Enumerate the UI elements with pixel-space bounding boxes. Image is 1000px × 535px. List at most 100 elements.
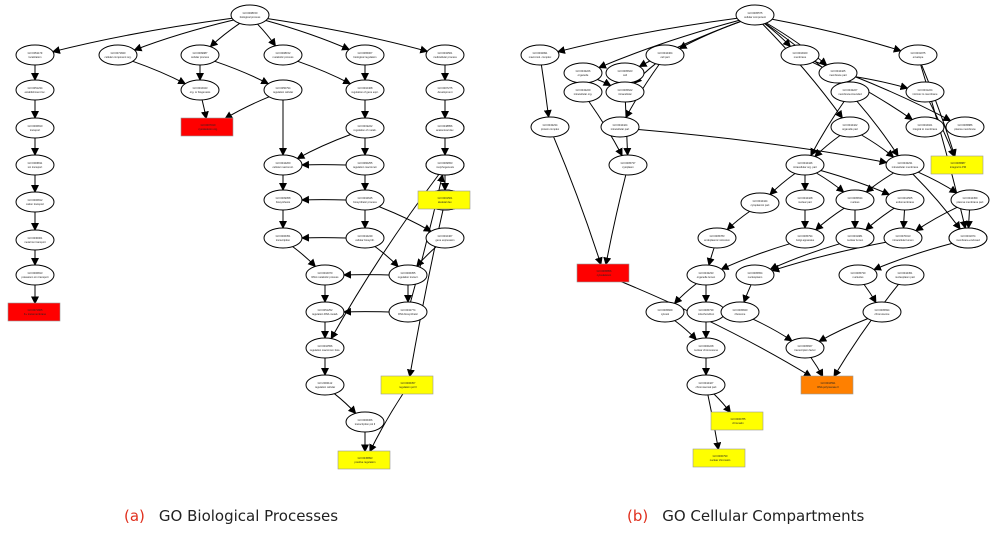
caption-b-letter: (b) [627,507,649,525]
node-id-label: GO:0006812 [28,198,43,202]
node-term-label: plasma membrane part [957,200,984,204]
edge [713,393,732,414]
edge [915,206,958,232]
node-id-label: GO:0044425 [831,69,846,73]
node-term-label: envelope [913,55,924,59]
node-term-label: nuclear lumen [847,238,864,242]
node-term-label: nuclear chromosome [694,348,719,352]
node-term-label: membrane part [829,73,847,77]
node-id-label: GO:0043229 [576,88,591,92]
node-term-label: cytoskeleton [597,273,612,277]
node-term-label: endomembrane [896,200,915,204]
node-id-label: GO:0043226 [576,69,591,73]
edge [265,20,351,51]
edge [815,207,845,231]
node-term-label: establishment loc. [25,90,46,94]
node-term-label: positive regulation [355,460,376,464]
edge [810,101,845,157]
node-term-label: RNA biosynthetic [398,312,418,316]
edge [369,393,404,453]
edge [267,18,429,54]
node-id-label: GO:0005623 [618,69,633,73]
node-term-label: nucleoplasm part [895,275,915,279]
node-term-label: cellular biosynth. [355,238,375,242]
node-term-label: endoplasmic reticulum [704,238,730,242]
node-term-label: membrane [794,55,807,59]
node-id-label: GO:0005634 [848,196,863,200]
edge [964,209,973,229]
caption-b-text: GO Cellular Compartments [662,507,865,525]
node-id-label: GO:0008150 [243,11,258,15]
edge [771,241,886,273]
edge [678,21,741,49]
edge [209,22,240,48]
edge [720,243,790,270]
edge [673,283,697,305]
node-term-label: regulation pol II [399,385,417,389]
node-term-label: cytoskeleton org. [198,127,218,131]
edge [214,60,270,85]
node-id-label: GO:0043231 [898,161,913,165]
edge [292,246,316,268]
edge [620,281,812,378]
edge [769,173,796,196]
node-term-label: organelle [578,73,589,77]
node-id-label: GO:0005622 [618,88,633,92]
node-id-label: GO:0050794 [276,86,291,90]
caption-cellular-compartments: (b) GO Cellular Compartments [627,507,864,525]
edge [772,18,902,53]
node-id-label: GO:0005783 [710,234,725,238]
node-id-label: GO:0044424 [613,123,628,127]
node-id-label: GO:0010556 [318,344,333,348]
edge [51,17,233,54]
edge [200,99,209,120]
node-id-label: GO:0031224 [918,88,933,92]
node-term-label: morphogenesis [436,165,454,169]
node-term-label: biological process [240,15,261,19]
node-term-label: macromol. complex [529,55,552,59]
node-term-label: transport [30,128,41,132]
node-id-label: GO:0005730 [851,271,866,275]
node-id-label: GO:0006351 [276,234,291,238]
node-id-label: GO:0044459 [963,196,978,200]
node-id-label: GO:0065007 [358,51,373,55]
node-term-label: chromosomal part [696,385,717,389]
edge [921,64,957,158]
node-term-label: membrane-bounded [838,92,862,96]
node-term-label: anatomical dev. [436,128,454,132]
node-id-label: GO:0032774 [401,308,416,312]
node-id-label: GO:0032991 [533,51,548,55]
node-term-label: biosynthesis [276,200,291,204]
edge [820,170,891,196]
node-term-label: multicellular process [433,55,457,59]
edge [865,207,895,231]
node-term-label: potassium ion transport [22,275,49,279]
node-id-label: GO:0005694 [875,308,890,312]
node-id-label: GO:0060255 [358,161,373,165]
edge [863,284,877,304]
edge [818,318,868,342]
node-term-label: organelle lumen [697,275,716,279]
node-term-label: development [438,90,453,94]
